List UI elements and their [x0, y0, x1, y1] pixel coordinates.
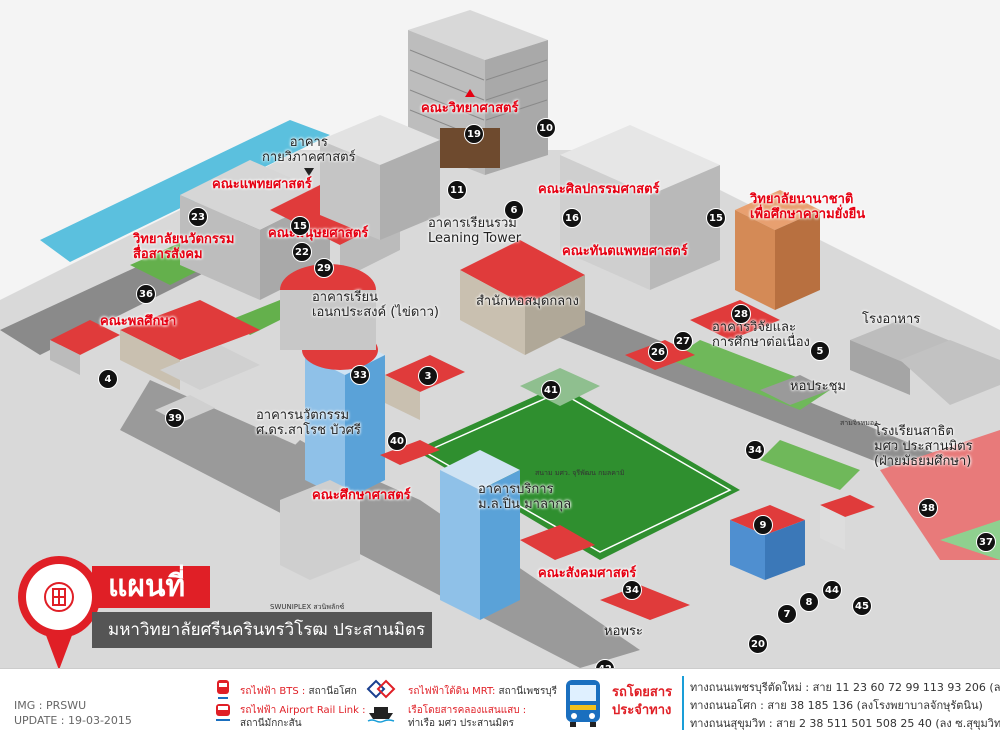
swu-logo-pin	[18, 556, 100, 638]
building-number[interactable]: 5	[810, 341, 830, 361]
building-number[interactable]: 4	[98, 369, 118, 389]
label-science[interactable]: คณะวิทยาศาสตร์	[421, 86, 518, 116]
label-innovation-building[interactable]: อาคารนวัตกรรม ศ.ดร.สาโรช บัวศรี	[256, 408, 361, 438]
building-number[interactable]: 44	[822, 580, 842, 600]
building-number[interactable]: 36	[136, 284, 156, 304]
building-number[interactable]: 22	[292, 242, 312, 262]
building-number[interactable]: 3	[418, 366, 438, 386]
building-number[interactable]: 34	[622, 580, 642, 600]
label-international-college[interactable]: วิทยาลัยนานาชาติ เพื่อศึกษาความยั่งยืน	[750, 192, 866, 222]
building-number[interactable]: 16	[562, 208, 582, 228]
label-physical-education[interactable]: คณะพลศึกษา	[100, 314, 177, 329]
label-leaning-tower[interactable]: อาคารเรียนรวม Leaning Tower	[428, 216, 522, 246]
transport-info-footer	[0, 668, 1000, 735]
label-humanities[interactable]: คณะมนุษยศาสตร์	[268, 226, 369, 241]
library-roof	[460, 240, 585, 305]
bus-route-asoke: ทางถนนอโศก : สาย 38 185 136 (ลงโรงพยาบาล…	[690, 699, 983, 712]
bts-info: รถไฟฟ้า BTS : สถานีอโศก	[240, 686, 357, 697]
mrt-info: รถไฟฟ้าใต้ดิน MRT: สถานีเพชรบุรี	[408, 686, 558, 697]
bus-route-petchburi: ทางถนนเพชรบุรีตัดใหม่ : สาย 11 23 60 72 …	[690, 681, 1000, 694]
building-number[interactable]: 27	[673, 331, 693, 351]
building-number[interactable]: 28	[731, 304, 751, 324]
label-fine-arts[interactable]: คณะศิลปกรรมศาสตร์	[538, 182, 660, 197]
building-number[interactable]: 23	[188, 207, 208, 227]
label-research-building[interactable]: อาคารวิจัยและ การศึกษาต่อเนื่อง	[712, 320, 810, 350]
building-number[interactable]: 9	[753, 515, 773, 535]
marker-up-icon	[464, 89, 475, 97]
label-multipurpose-building[interactable]: อาคารเรียน เอนกประสงค์ (ไข่ดาว)	[312, 290, 439, 320]
mrt-logo-icon	[366, 679, 396, 699]
update-date: UPDATE : 19-03-2015	[14, 714, 132, 727]
page-title: แผนที่	[92, 566, 210, 608]
bts-train-icon	[217, 680, 229, 699]
marker-down-icon	[303, 168, 314, 176]
boat-icon	[367, 707, 395, 723]
swu-seal-icon	[26, 564, 92, 630]
image-credit: IMG : PRSWU	[14, 699, 87, 712]
label-auditorium[interactable]: หอประชุม	[790, 379, 846, 394]
gate-sign: สามจิรหมอง	[840, 419, 878, 427]
building-number[interactable]: 15	[290, 216, 310, 236]
page-subtitle: มหาวิทยาลัยศรีนครินทรวิโรฒ ประสานมิตร	[92, 612, 432, 648]
arl-info-station: สถานีมักกะสัน	[240, 718, 302, 729]
building-number[interactable]: 20	[748, 634, 768, 654]
label-dentistry[interactable]: คณะทันตแพทยศาสตร์	[562, 244, 688, 259]
label-canteen[interactable]: โรงอาหาร	[862, 312, 921, 327]
label-library[interactable]: สำนักหอสมุดกลาง	[476, 294, 579, 309]
bus-icon	[566, 680, 600, 727]
label-demonstration-school[interactable]: โรงเรียนสาธิต มศว ประสานมิตร (ฝ่ายมัธยมศ…	[874, 424, 973, 469]
building-number[interactable]: 37	[976, 532, 996, 552]
building-number[interactable]: 39	[165, 408, 185, 428]
boat-info-station: ท่าเรือ มศว ประสานมิตร	[408, 718, 515, 729]
label-buddha-shrine[interactable]: หอพระ	[604, 624, 643, 639]
building-number[interactable]: 34	[745, 440, 765, 460]
building-number[interactable]: 11	[447, 180, 467, 200]
swuniplex-sign: SWUNIPLEX สวนิพลักซ์	[270, 603, 345, 611]
building-number[interactable]: 29	[314, 258, 334, 278]
building-number[interactable]: 38	[918, 498, 938, 518]
map-pin-tail	[44, 630, 74, 670]
airport-rail-link-icon	[216, 704, 230, 721]
building-number[interactable]: 41	[541, 380, 561, 400]
seal-emblem-icon	[44, 582, 74, 612]
boat-info-label: เรือโดยสารคลองแสนแสบ :	[408, 705, 527, 716]
label-innovation-college[interactable]: วิทยาลัยนวัตกรรม สื่อสารสังคม	[133, 232, 235, 262]
building-number[interactable]: 15	[706, 208, 726, 228]
label-anatomy-building[interactable]: อาคาร กายวิภาคศาสตร์	[262, 135, 356, 180]
bus-route-sukhumvit: ทางถนนสุขุมวิท : สาย 2 38 511 501 508 25…	[690, 717, 1000, 730]
label-education[interactable]: คณะศึกษาศาสตร์	[312, 488, 411, 503]
building-number[interactable]: 45	[852, 596, 872, 616]
building-number[interactable]: 26	[648, 342, 668, 362]
label-social-sciences[interactable]: คณะสังคมศาสตร์	[538, 566, 637, 581]
building-number[interactable]: 33	[350, 365, 370, 385]
building-number[interactable]: 7	[777, 604, 797, 624]
building-number[interactable]: 19	[464, 124, 484, 144]
building-number[interactable]: 8	[799, 592, 819, 612]
field-sign: สนาม มศว. จุรีพัฒน กมลคามิ	[535, 469, 625, 477]
campus-illustration	[0, 10, 1000, 668]
building-number[interactable]: 40	[387, 431, 407, 451]
divider	[682, 676, 684, 730]
label-service-building[interactable]: อาคารบริการ ม.ล.ปิ่น มาลากุล	[478, 482, 572, 512]
building-number[interactable]: 6	[504, 200, 524, 220]
football-field	[415, 385, 740, 560]
label-medicine[interactable]: คณะแพทยศาสตร์	[212, 177, 312, 192]
building-number[interactable]: 10	[536, 118, 556, 138]
arl-info-label: รถไฟฟ้า Airport Rail Link :	[240, 705, 366, 716]
bus-label: รถโดยสาร ประจำทาง	[612, 685, 673, 718]
